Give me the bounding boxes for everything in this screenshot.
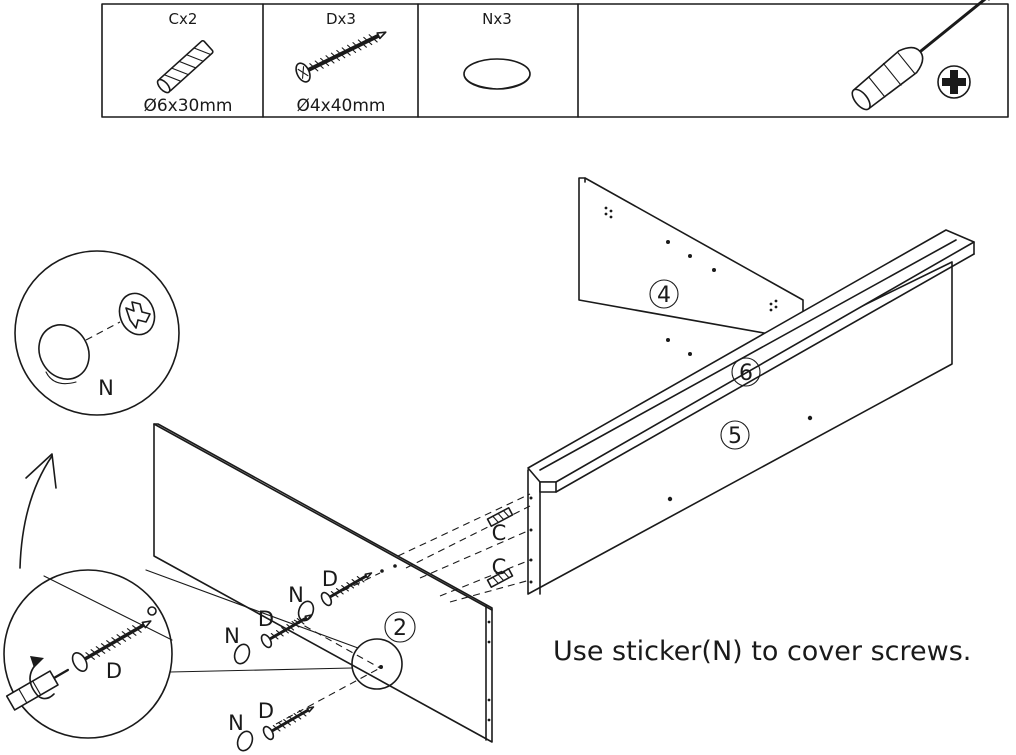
sticker-low-label: N: [228, 711, 244, 735]
screw-icon: [295, 31, 387, 83]
sticker-cap-icon: [463, 58, 531, 90]
phillips-screwdriver-icon: [851, 0, 995, 111]
wooden-dowel-icon: [156, 40, 214, 94]
instruction-text: Use sticker(N) to cover screws.: [553, 636, 971, 667]
sticker-header: Nx3: [482, 10, 512, 28]
screw-low-label: D: [258, 699, 274, 723]
rotate-arrow-icon: [29, 661, 55, 700]
curved-arrow-icon: [19, 453, 57, 569]
parts-table: Cx2 Ø6x30mm Dx3 Ø4x40mm Nx3: [101, 0, 1009, 118]
dowel-top: [486, 507, 514, 527]
dowel-header: Cx2: [169, 10, 198, 28]
screw-upper: [320, 572, 373, 607]
panel-2-number-circle: [384, 611, 416, 643]
screw-size: Ø4x40mm: [296, 96, 385, 116]
panel-6-number: 6: [739, 361, 753, 386]
dowel-size: Ø6x30mm: [143, 96, 232, 116]
panel-4-number-circle: [649, 279, 679, 309]
sticker-mid: [233, 643, 251, 665]
alignment-guides: [275, 493, 531, 725]
dowel-top-label: C: [492, 521, 507, 545]
sticker-low: [236, 730, 254, 752]
screw-mid: [260, 614, 313, 649]
panel-5-number-circle: [720, 420, 750, 450]
dowel-bottom-label: C: [492, 555, 507, 579]
panel-2: 2: [153, 423, 493, 743]
detail-screw: D: [3, 569, 173, 739]
panel-2-number: 2: [393, 616, 407, 641]
panel-4-number: 4: [657, 283, 671, 308]
parts-table-border: [101, 3, 1009, 118]
detail-sticker-label: N: [98, 376, 114, 400]
detail-sticker: N: [14, 250, 180, 416]
dowel-bottom: [486, 568, 514, 588]
panel-5-number: 5: [728, 424, 742, 449]
screw-header: Dx3: [326, 10, 356, 28]
panel-6: 6: [527, 229, 975, 493]
screw-mid-label: D: [258, 607, 274, 631]
detail-screw-label: D: [106, 659, 122, 683]
screw-low: [262, 706, 315, 741]
sticker-upper-label: N: [288, 583, 304, 607]
screw-upper-label: D: [322, 567, 338, 591]
panel-4: 4: [578, 177, 804, 356]
sticker-mid-label: N: [224, 624, 240, 648]
zoom-source-circle: [145, 569, 403, 690]
panel-6-number-circle: [731, 357, 761, 387]
